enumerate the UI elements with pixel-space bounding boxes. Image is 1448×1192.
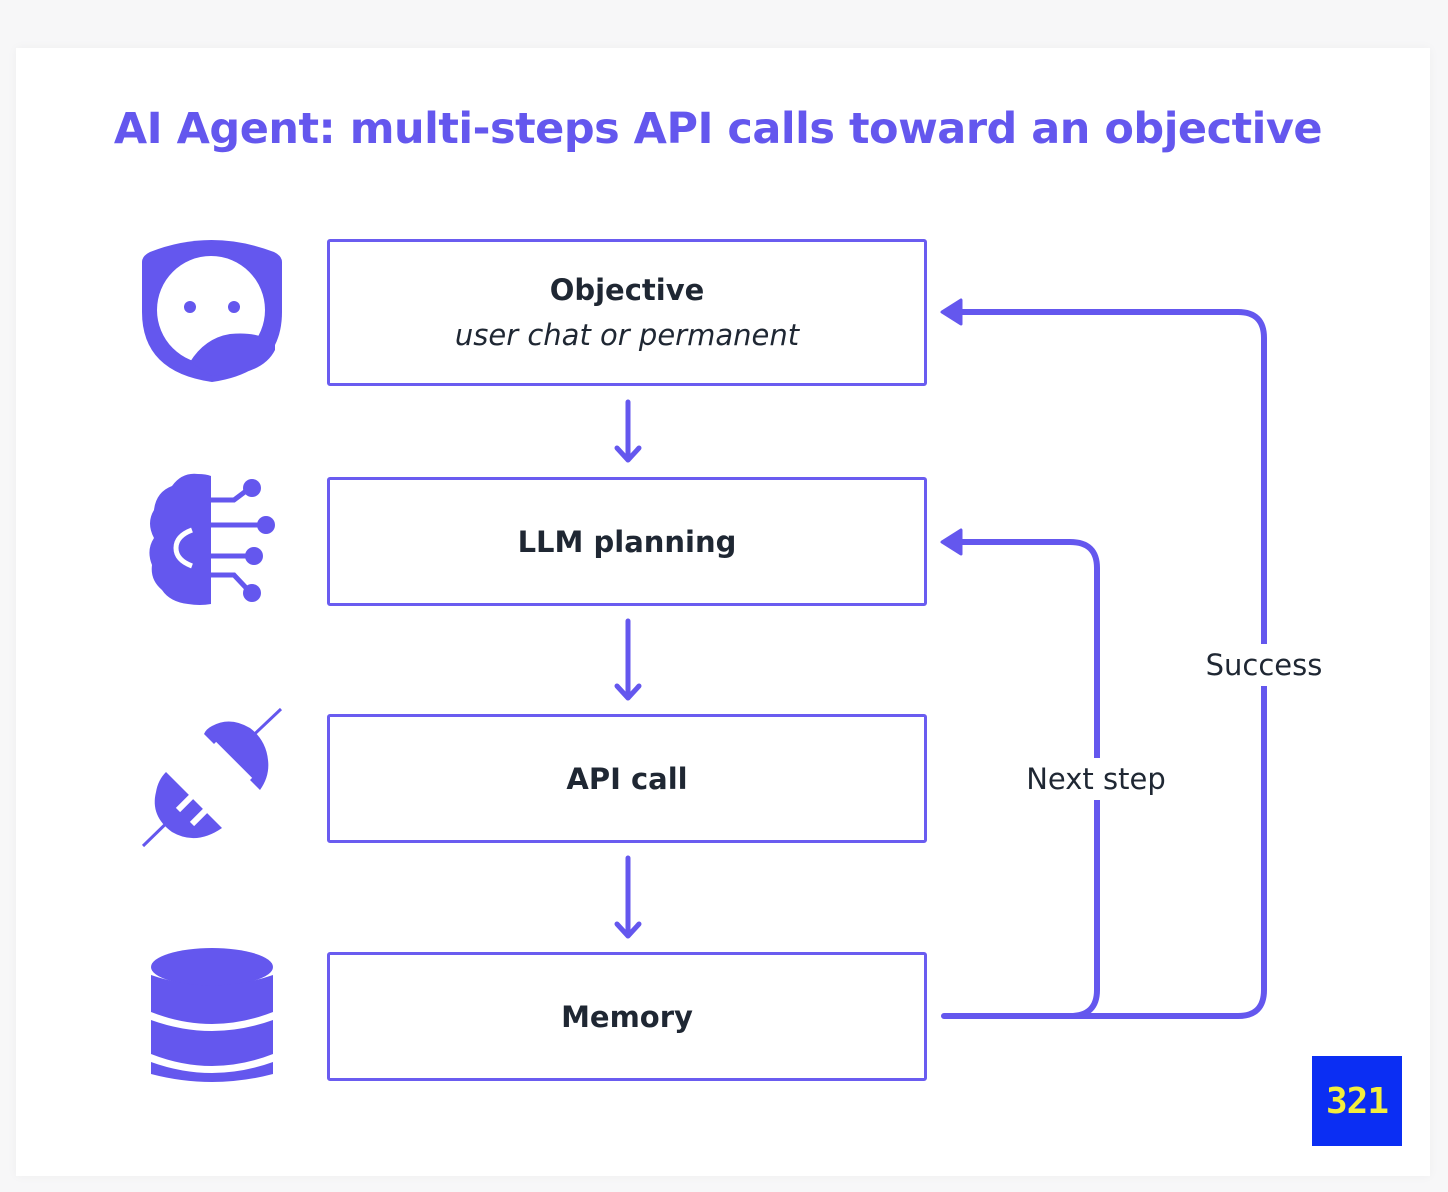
- next-step-arrowhead: [940, 528, 963, 556]
- brand-logo: 321: [1312, 1056, 1402, 1146]
- success-arrowhead: [940, 298, 963, 326]
- next-step-label: Next step: [1024, 758, 1168, 800]
- step-title: LLM planning: [517, 524, 737, 559]
- success-label: Success: [1203, 644, 1325, 686]
- step-title: API call: [566, 761, 688, 796]
- diagram-title: AI Agent: multi-steps API calls toward a…: [113, 104, 1323, 154]
- step-box-api-call: API call: [327, 714, 927, 843]
- step-title: Memory: [561, 999, 693, 1034]
- step-subtitle: user chat or permanent: [454, 317, 800, 352]
- plug-icon: [141, 707, 283, 848]
- brand-logo-text: 321: [1325, 1080, 1389, 1122]
- arrow-objective-to-llm: [614, 399, 642, 463]
- arrow-llm-to-api: [614, 618, 642, 701]
- step-title: Objective: [549, 272, 705, 307]
- step-box-memory: Memory: [327, 952, 927, 1081]
- step-box-objective: Objective user chat or permanent: [327, 239, 927, 386]
- database-icon: [151, 948, 273, 1082]
- flow-arrows: [614, 399, 642, 939]
- step-box-llm-planning: LLM planning: [327, 477, 927, 606]
- arrow-api-to-memory: [614, 855, 642, 939]
- brain-network-icon: [149, 473, 275, 605]
- agent-face-icon: [142, 240, 282, 382]
